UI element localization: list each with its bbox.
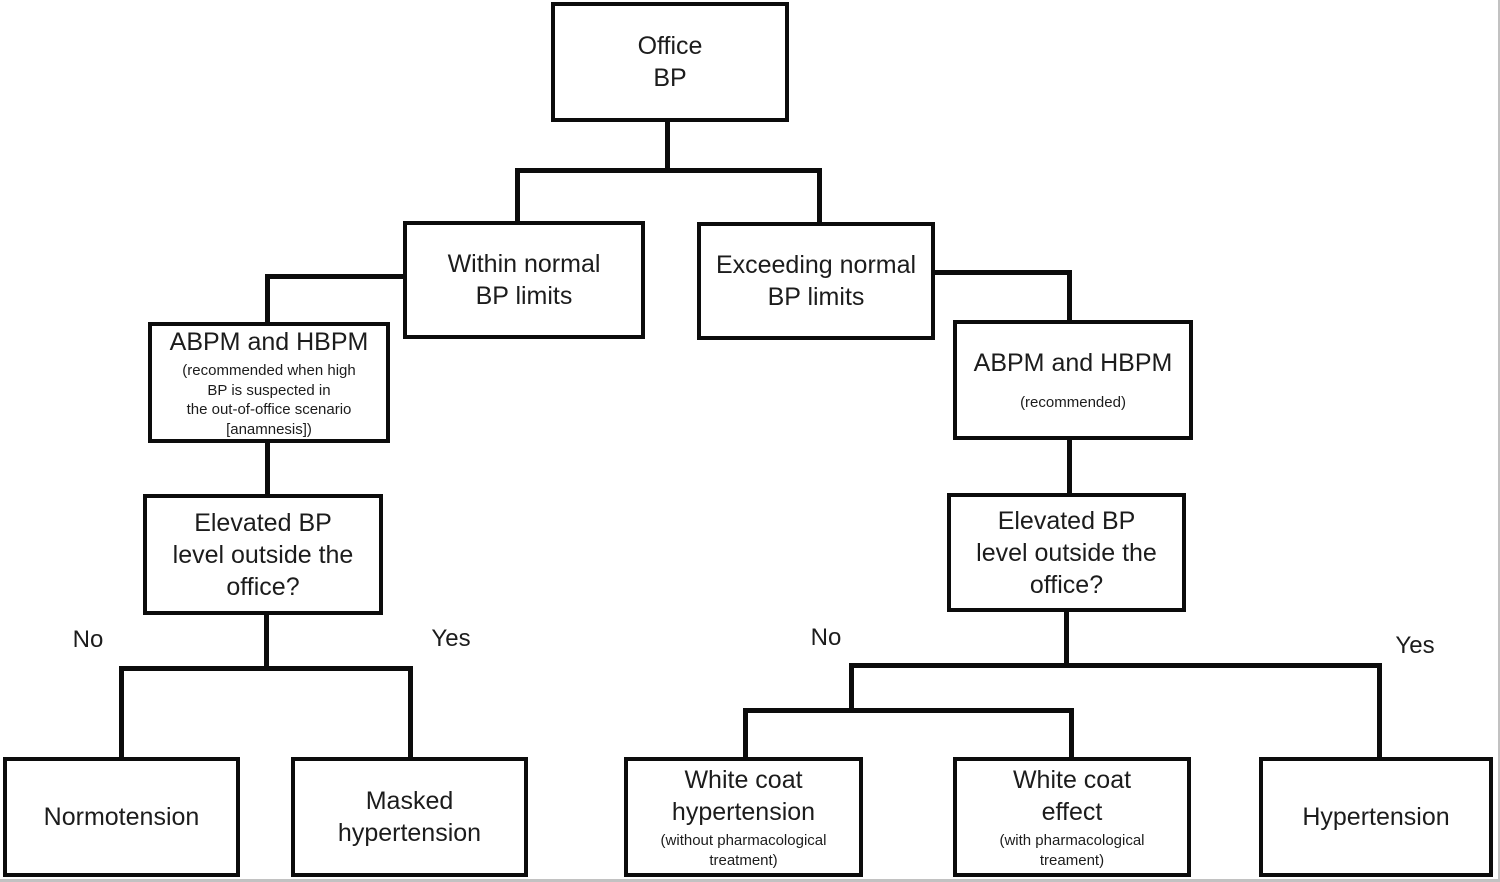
node-within-normal: Within normal BP limits bbox=[403, 221, 645, 339]
node-abpm-left-title: ABPM and HBPM bbox=[169, 328, 369, 356]
connector-to-masked bbox=[408, 666, 413, 759]
node-office-bp-label: Office BP bbox=[637, 32, 703, 92]
connector-within-to-abpm-vertical bbox=[265, 274, 270, 324]
connector-within-to-abpm-horizontal bbox=[265, 274, 405, 279]
node-abpm-right-note: (recommended) bbox=[1020, 394, 1126, 412]
node-elevated-left: Elevated BP level outside the office? bbox=[143, 494, 383, 615]
scan-edge-right bbox=[1498, 0, 1500, 882]
node-hypertension-label: Hypertension bbox=[1302, 803, 1450, 831]
node-exceeding-normal: Exceeding normal BP limits bbox=[697, 222, 935, 340]
edge-label-right-yes: Yes bbox=[1395, 632, 1435, 659]
node-white-coat-effect-title: White coat effect bbox=[1012, 766, 1132, 826]
connector-to-within-normal bbox=[515, 168, 520, 222]
edge-label-right-no: No bbox=[810, 624, 842, 651]
connector-to-whitecoat-hypertension bbox=[743, 708, 748, 759]
node-white-coat-effect-note: (with pharmacological treament) bbox=[999, 832, 1145, 869]
edge-label-left-yes: Yes bbox=[431, 625, 471, 652]
connector-whitecoat-horizontal bbox=[743, 708, 1074, 713]
connector-level1-horizontal bbox=[515, 168, 822, 173]
node-within-normal-label: Within normal BP limits bbox=[447, 250, 601, 310]
edge-label-left-no: No bbox=[72, 626, 104, 653]
connector-abpm-left-to-question bbox=[265, 441, 270, 496]
node-masked-hypertension-label: Masked hypertension bbox=[337, 787, 482, 847]
connector-exceeding-to-abpm-vertical bbox=[1067, 270, 1072, 322]
connector-left-split-horizontal bbox=[119, 666, 413, 671]
connector-abpm-right-to-question bbox=[1067, 438, 1072, 495]
node-abpm-left: ABPM and HBPM (recommended when high BP … bbox=[148, 322, 390, 443]
connector-exceeding-to-abpm-horizontal bbox=[933, 270, 1072, 275]
connector-to-hypertension bbox=[1377, 663, 1382, 759]
node-white-coat-hypertension-title: White coat hypertension bbox=[671, 766, 816, 826]
connector-right-split-horizontal bbox=[849, 663, 1382, 668]
scan-edge-bottom bbox=[0, 879, 1500, 882]
node-elevated-right-label: Elevated BP level outside the office? bbox=[976, 506, 1157, 599]
node-abpm-left-note: (recommended when high BP is suspected i… bbox=[182, 362, 356, 438]
node-elevated-right: Elevated BP level outside the office? bbox=[947, 493, 1186, 612]
node-exceeding-normal-label: Exceeding normal BP limits bbox=[715, 251, 917, 311]
node-hypertension: Hypertension bbox=[1259, 757, 1493, 877]
node-white-coat-effect: White coat effect (with pharmacological … bbox=[953, 757, 1191, 877]
node-elevated-left-label: Elevated BP level outside the office? bbox=[172, 508, 354, 601]
connector-right-question-stem bbox=[1064, 610, 1069, 668]
node-normotension-label: Normotension bbox=[43, 803, 200, 831]
node-white-coat-hypertension: White coat hypertension (without pharmac… bbox=[624, 757, 863, 877]
connector-office-stem bbox=[665, 122, 670, 173]
connector-to-exceeding-normal bbox=[817, 168, 822, 224]
node-office-bp: Office BP bbox=[551, 2, 789, 122]
node-abpm-right: ABPM and HBPM (recommended) bbox=[953, 320, 1193, 440]
connector-right-no-stem bbox=[849, 663, 854, 713]
connector-left-question-stem bbox=[264, 613, 269, 671]
node-normotension: Normotension bbox=[3, 757, 240, 877]
connector-to-whitecoat-effect bbox=[1069, 708, 1074, 759]
node-masked-hypertension: Masked hypertension bbox=[291, 757, 528, 877]
node-abpm-right-title: ABPM and HBPM bbox=[973, 349, 1173, 378]
node-white-coat-hypertension-note: (without pharmacological treatment) bbox=[660, 832, 827, 869]
connector-to-normotension bbox=[119, 666, 124, 759]
